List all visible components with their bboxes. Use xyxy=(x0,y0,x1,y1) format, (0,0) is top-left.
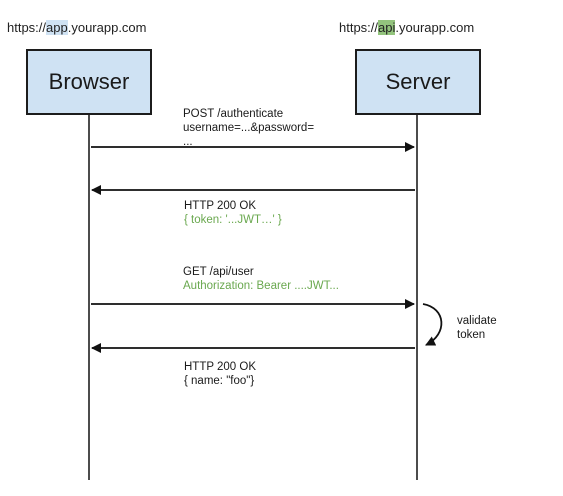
message-get-user-line2: Authorization: Bearer ....JWT... xyxy=(183,280,339,292)
server-actor-label: Server xyxy=(385,69,451,94)
server-url-prefix: https:// xyxy=(339,20,379,35)
browser-url-suffix: .yourapp.com xyxy=(67,20,147,35)
message-authenticate-line3: ... xyxy=(183,136,193,148)
message-validate-token-line1: validate xyxy=(457,315,497,327)
message-user-response: HTTP 200 OK { name: "foo"} xyxy=(184,360,256,388)
browser-actor: Browser xyxy=(26,49,152,115)
browser-url-highlight: app xyxy=(46,20,68,35)
message-user-response-line1: HTTP 200 OK xyxy=(184,361,257,373)
message-token-response: HTTP 200 OK { token: '...JWT…' } xyxy=(184,199,282,227)
message-get-user: GET /api/user Authorization: Bearer ....… xyxy=(183,265,339,293)
browser-actor-label: Browser xyxy=(48,69,130,94)
message-user-response-line2: { name: "foo"} xyxy=(184,375,255,387)
message-token-response-line2: { token: '...JWT…' } xyxy=(184,214,282,226)
validate-self-arrow xyxy=(422,303,443,346)
message-authenticate-line1: POST /authenticate xyxy=(183,108,284,120)
message-authenticate: POST /authenticate username=...&password… xyxy=(183,107,314,149)
browser-url-prefix: https:// xyxy=(7,20,47,35)
server-url-suffix: .yourapp.com xyxy=(395,20,475,35)
server-url: https://api.yourapp.com xyxy=(339,20,474,35)
message-validate-token-line2: token xyxy=(457,329,486,341)
message-authenticate-line2: username=...&password= xyxy=(183,122,315,134)
server-url-highlight: api xyxy=(378,20,396,35)
server-actor: Server xyxy=(355,49,481,115)
message-get-user-line1: GET /api/user xyxy=(183,266,254,278)
message-validate-token: validate token xyxy=(457,314,497,342)
browser-url: https://app.yourapp.com xyxy=(7,20,147,35)
message-token-response-line1: HTTP 200 OK xyxy=(184,200,257,212)
